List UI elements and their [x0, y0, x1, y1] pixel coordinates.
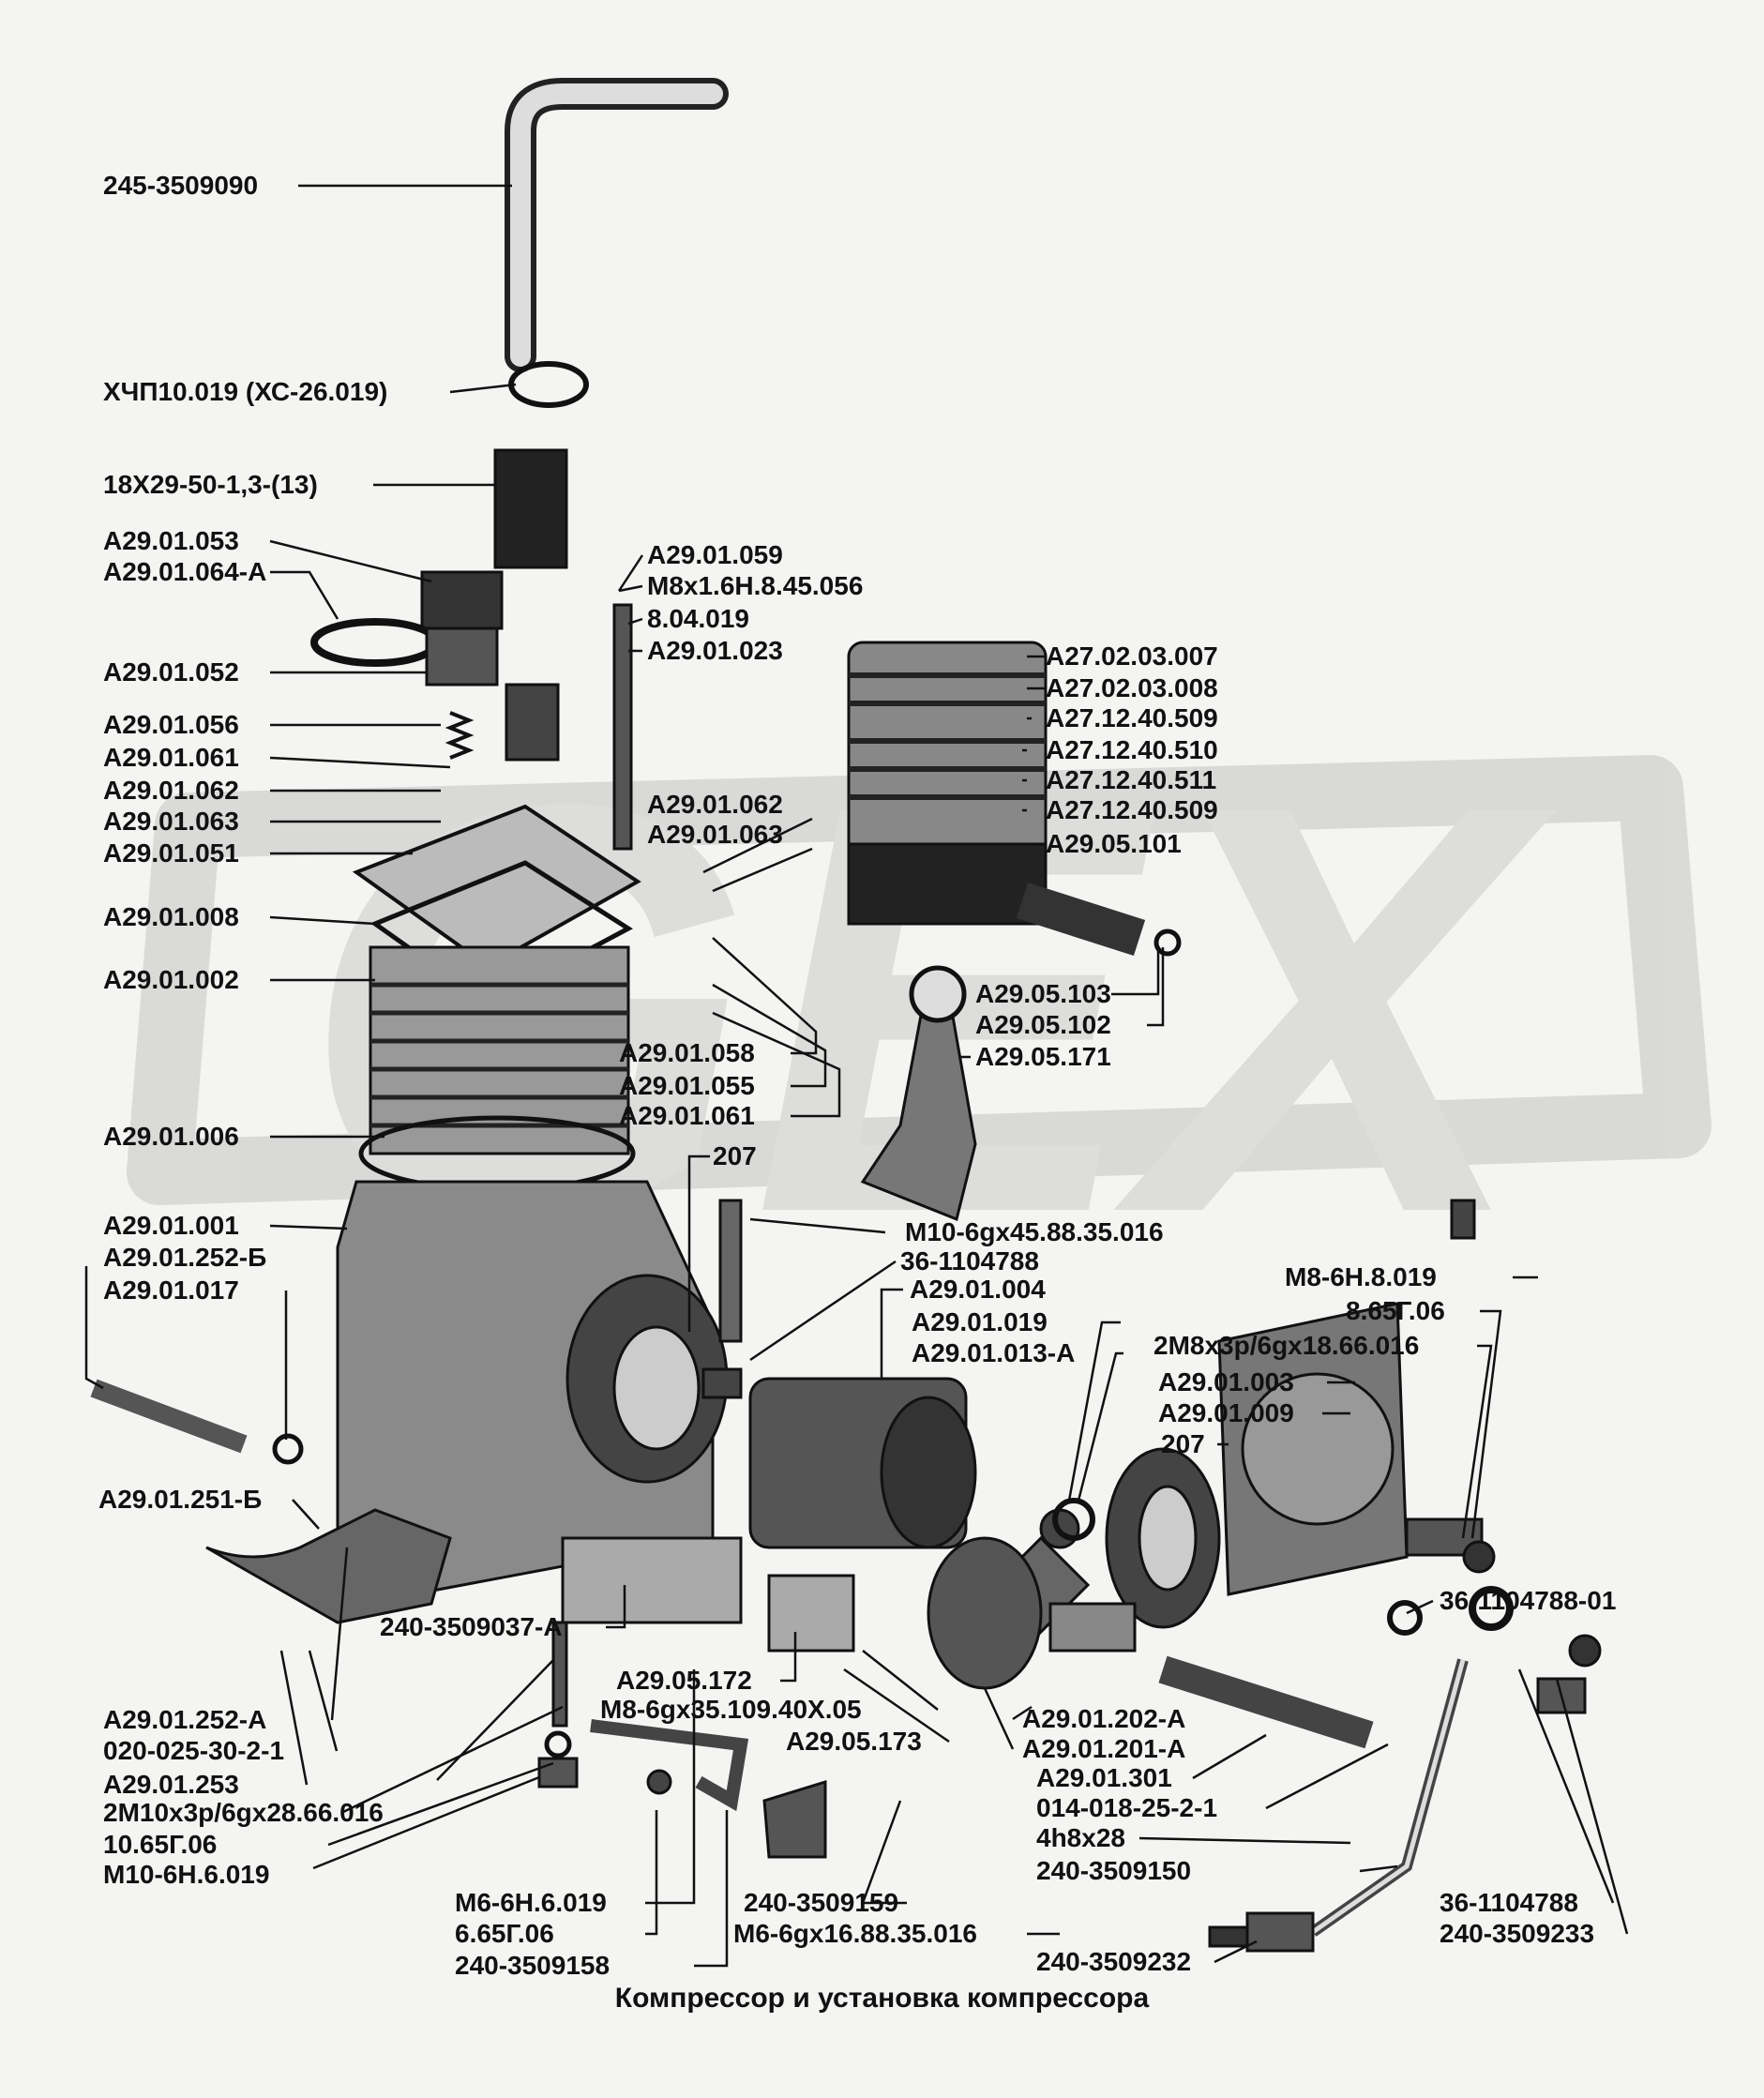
label-240-3509158: 240-3509158	[455, 1951, 611, 1980]
label-bolt-m6: М6-6gх16.88.35.016	[733, 1919, 977, 1948]
label-240-3509159: 240-3509159	[744, 1888, 899, 1917]
label-gasket: А29.01.064-А	[103, 557, 267, 586]
label-washer-10: 10.65Г.06	[103, 1830, 218, 1859]
label-crankcase: А29.01.001	[103, 1211, 239, 1240]
label-stud: 2М10х3р/6gх28.66.016	[103, 1798, 384, 1827]
label-stud-023: А29.01.023	[647, 636, 783, 665]
label-bolt-252b: А29.01.252-Б	[103, 1243, 267, 1272]
label-spring: А29.01.056	[103, 710, 239, 739]
label-240-3509232: 240-3509232	[1036, 1947, 1192, 1976]
label-ring-509b: А27.12.40.509	[1046, 795, 1218, 824]
label-ring-509a: А27.12.40.509	[1046, 703, 1218, 732]
label-059: А29.01.059	[647, 540, 783, 569]
label-conrod: А29.05.171	[975, 1042, 1111, 1071]
label-ring-008: А27.02.03.008	[1046, 673, 1218, 702]
label-nut-m8-r: М8-6Н.8.019	[1285, 1262, 1437, 1291]
leader-lines	[84, 184, 1629, 1968]
part-drawings	[90, 78, 1602, 1953]
label-pin: 4h8х28	[1036, 1823, 1125, 1852]
label-019: А29.01.019	[912, 1307, 1048, 1336]
label-ring-510: А27.12.40.510	[1046, 735, 1218, 764]
label-207b: 207	[1161, 1429, 1205, 1458]
label-36-1104788-01: 36-1104788-01	[1440, 1586, 1617, 1615]
hose	[493, 448, 568, 569]
label-ring-007: А27.02.03.007	[1046, 641, 1218, 671]
label-nut-m10: М10-6Н.6.019	[103, 1860, 270, 1889]
label-hose: 18Х29-50-1,3-(13)	[103, 470, 318, 499]
label-valve-body: А29.01.052	[103, 657, 239, 687]
label-cylinder-gasket: А29.01.006	[103, 1122, 239, 1151]
label-003: А29.01.003	[1158, 1367, 1294, 1396]
label-gasket-037: 240-3509037-А	[380, 1612, 563, 1641]
figure-caption: Компрессор и установка компрессора	[614, 1983, 1150, 2014]
label-nut-m8: М8х1.6Н.8.45.056	[647, 571, 864, 600]
label-part-063: А29.01.063	[103, 807, 239, 836]
label-061b: А29.01.061	[619, 1101, 755, 1130]
label-washer-017: А29.01.017	[103, 1275, 239, 1305]
label-bolt-m8: М8-6gх35.109.40Х.05	[600, 1695, 862, 1724]
clamp	[508, 361, 589, 408]
label-173: А29.05.173	[786, 1727, 922, 1756]
label-valve-cap: А29.01.053	[103, 526, 239, 555]
label-piston: А29.05.101	[1046, 829, 1182, 858]
label-202a: А29.01.202-А	[1022, 1704, 1186, 1733]
bolt-left	[90, 1379, 248, 1454]
label-063b: А29.01.063	[647, 820, 783, 849]
label-201a: А29.01.201-А	[1022, 1734, 1186, 1763]
label-240-3509150: 240-3509150	[1036, 1856, 1192, 1885]
cylinder-head	[352, 804, 641, 969]
label-piston-pin: А29.05.103	[975, 979, 1111, 1008]
label-207a: 207	[713, 1141, 757, 1170]
label-air-pipe: 245-3509090	[103, 171, 259, 200]
label-009: А29.01.009	[1158, 1398, 1294, 1427]
crankshaft	[1158, 1655, 1374, 1749]
label-bolt-m10: М10-6gх45.88.35.016	[905, 1217, 1164, 1246]
label-172: А29.05.172	[616, 1666, 752, 1695]
label-washer-6: 6.65Г.06	[455, 1919, 554, 1948]
label-36-1104788-a: 36-1104788	[900, 1246, 1039, 1275]
label-part-253: А29.01.253	[103, 1770, 239, 1799]
label-part-061: А29.01.061	[103, 743, 239, 772]
drive-gear	[927, 1536, 1043, 1690]
air-pipe	[505, 78, 729, 372]
label-301: А29.01.301	[1036, 1763, 1172, 1792]
valve-nut	[420, 570, 504, 630]
label-013a: А29.01.013-А	[912, 1338, 1076, 1367]
cylinder	[369, 945, 630, 1155]
label-240-3509233: 240-3509233	[1440, 1919, 1595, 1948]
piston-pin	[1016, 882, 1146, 957]
label-washer-8: 8.04.019	[647, 604, 749, 633]
label-circlip: А29.05.102	[975, 1010, 1111, 1039]
label-ring-511: А27.12.40.511	[1046, 765, 1217, 794]
label-clamp: ХЧП10.019 (ХС-26.019)	[103, 377, 388, 406]
label-055: А29.01.055	[619, 1071, 755, 1100]
label-washer-8r: 8.65Г.06	[1346, 1296, 1445, 1325]
label-wing-nut: А29.01.252-А	[103, 1705, 267, 1734]
wing-nut	[205, 1508, 452, 1624]
label-004: А29.01.004	[910, 1275, 1046, 1304]
label-part-051: А29.01.051	[103, 838, 239, 868]
bolt-207	[718, 1199, 743, 1343]
label-stud-m8: 2М8х3р/6gх18.66.016	[1153, 1331, 1420, 1360]
label-part-062: А29.01.062	[103, 776, 239, 805]
label-cylinder: А29.01.002	[103, 965, 239, 994]
label-oring: 020-025-30-2-1	[103, 1736, 285, 1765]
label-fitting-251b: А29.01.251-Б	[98, 1485, 263, 1514]
label-head-gasket: А29.01.008	[103, 902, 239, 931]
label-062b: А29.01.062	[647, 790, 783, 819]
label-oring-014: 014-018-25-2-1	[1036, 1793, 1218, 1822]
label-36-1104788-b: 36-1104788	[1440, 1888, 1578, 1917]
label-nut-m6: М6-6Н.6.019	[455, 1888, 607, 1917]
label-058: А29.01.058	[619, 1038, 755, 1067]
